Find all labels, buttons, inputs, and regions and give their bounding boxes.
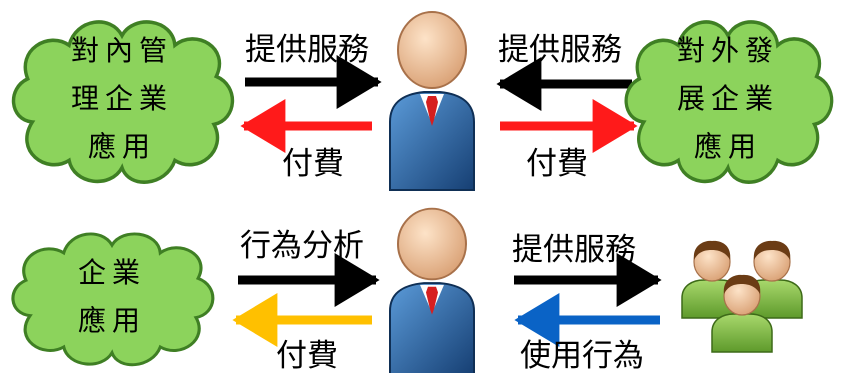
- cloud-enterprise-apps: 企業 應用: [11, 232, 215, 367]
- cloud-external-apps: 對外發 展企業 應用: [624, 20, 834, 184]
- businessman-icon: [389, 207, 475, 373]
- cloud-label-line-2: 理企業: [71, 82, 173, 115]
- cloud-internal-apps: 對內管 理企業 應用: [11, 20, 235, 184]
- user-group-icon: [681, 240, 803, 353]
- cloud-label-line-1: 企業: [78, 256, 146, 289]
- cloud-label-line-1: 對外發: [677, 34, 779, 67]
- label-payment-bottom: 付費: [276, 338, 338, 373]
- label-payment-right: 付費: [526, 146, 588, 182]
- cloud-label-line-2: 應用: [78, 304, 146, 337]
- label-provide-service-left: 提供服務: [245, 32, 369, 68]
- label-usage-behavior: 使用行為: [520, 338, 644, 373]
- businessman-icon: [389, 11, 475, 191]
- cloud-label-line-2: 展企業: [677, 82, 779, 115]
- label-behavior-analysis: 行為分析: [240, 228, 364, 264]
- cloud-label-line-1: 對內管: [71, 34, 173, 67]
- cloud-label-line-3: 應用: [694, 130, 762, 163]
- label-provide-service-bottom: 提供服務: [512, 232, 636, 268]
- cloud-label-line-3: 應用: [88, 130, 156, 163]
- label-provide-service-right: 提供服務: [498, 32, 622, 68]
- label-payment-left: 付費: [282, 146, 344, 182]
